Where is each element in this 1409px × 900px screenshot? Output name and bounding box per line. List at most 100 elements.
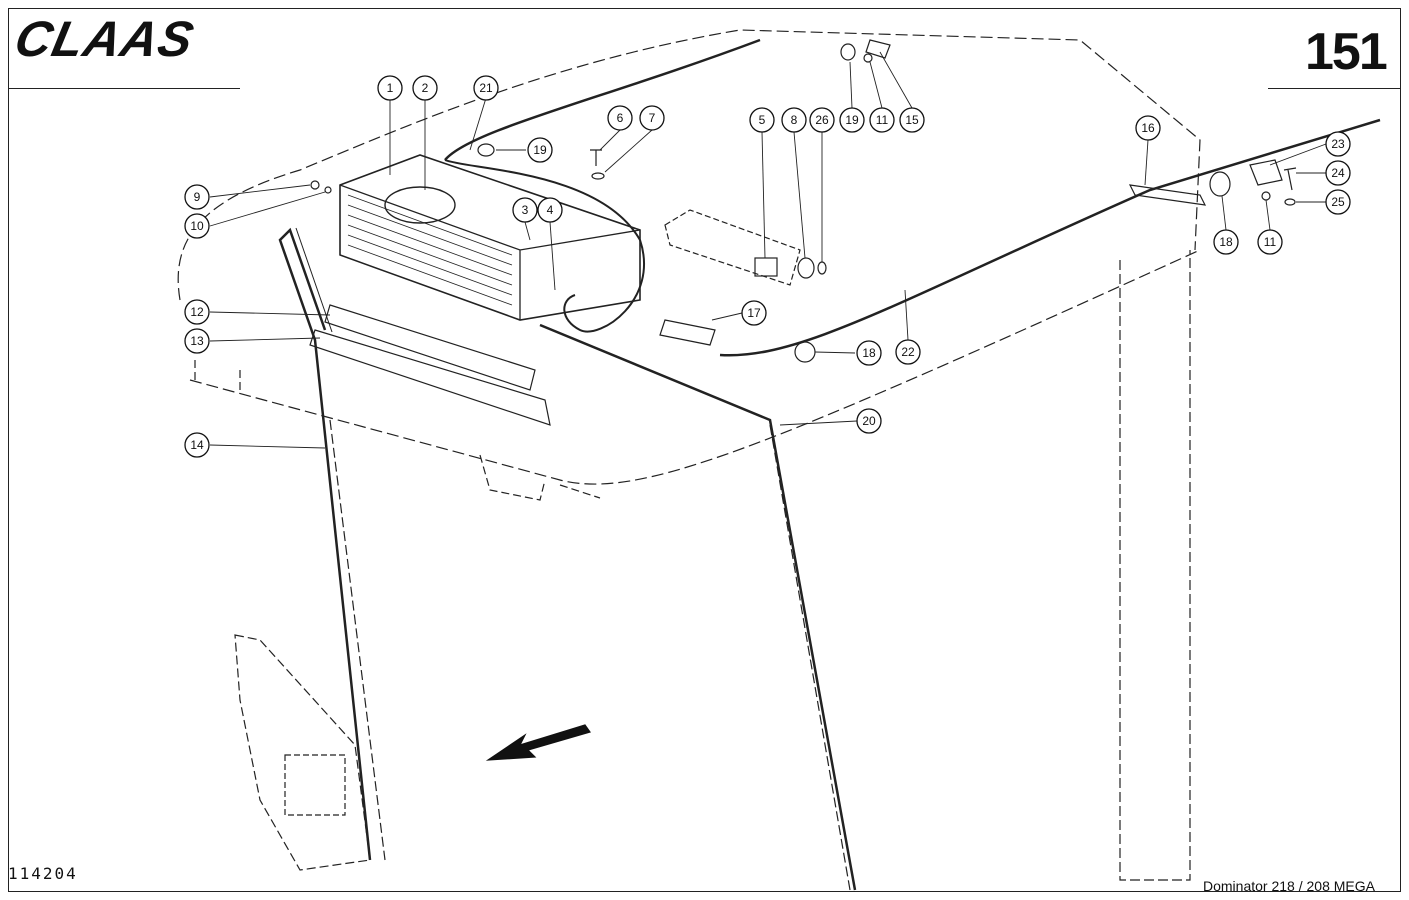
pipe-21 [444, 38, 761, 161]
cab-roof-front-edge [189, 249, 1201, 485]
callout-25: 25 [1325, 189, 1351, 215]
callout-19: 19 [839, 107, 865, 133]
callout-label: 17 [747, 306, 761, 320]
cab-front-panel-right [769, 424, 851, 891]
callout-label: 13 [190, 334, 204, 348]
callout-19-hose: 19 [527, 137, 553, 163]
figure-number: 114204 [8, 864, 78, 883]
heater-unit [339, 154, 641, 321]
washer-10 [324, 186, 332, 194]
washer-9 [310, 180, 320, 190]
drawing-frame [8, 8, 1401, 892]
callout-11-pipe: 11 [1257, 229, 1283, 255]
pipe-20 [539, 323, 857, 891]
fitting-15 [865, 39, 891, 59]
header-rule [8, 88, 240, 89]
cab-roof-underside [194, 360, 601, 501]
callout-10: 10 [184, 213, 210, 239]
callout-label: 15 [905, 113, 919, 127]
callout-label: 18 [862, 346, 876, 360]
grommet-19b [477, 143, 495, 157]
callout-16: 16 [1135, 115, 1161, 141]
callout-label: 7 [649, 111, 656, 125]
grommet-18a [794, 341, 816, 363]
clip-26 [817, 261, 827, 275]
washer-25 [1284, 198, 1296, 206]
grommet-19a [840, 43, 856, 61]
washer-7 [591, 172, 605, 180]
callout-label: 6 [617, 111, 624, 125]
callout-label: 1 [387, 81, 394, 95]
header-rule-right [1268, 88, 1401, 89]
cab-front-panel-left [329, 419, 386, 861]
callout-26: 26 [809, 107, 835, 133]
vent-grille-12 [324, 304, 536, 391]
callout-label: 2 [422, 81, 429, 95]
pipe-14-inner [295, 227, 333, 333]
callout-label: 23 [1331, 137, 1345, 151]
callout-13: 13 [184, 328, 210, 354]
callout-label: 11 [876, 113, 889, 127]
callout-label: 16 [1141, 121, 1155, 135]
vent-grille-13 [309, 329, 551, 426]
callout-label: 26 [815, 113, 829, 127]
callout-label: 14 [190, 438, 204, 452]
callout-22: 22 [895, 339, 921, 365]
bolt-24 [1283, 167, 1297, 191]
callout-label: 18 [1219, 235, 1233, 249]
callout-12: 12 [184, 299, 210, 325]
callout-15: 15 [899, 107, 925, 133]
callout-label: 9 [194, 190, 201, 204]
nut-11a [863, 53, 873, 63]
cab-lower-console [234, 634, 371, 871]
callout-label: 11 [1264, 235, 1277, 249]
valve-5 [754, 257, 778, 277]
callout-24: 24 [1325, 160, 1351, 186]
callout-11: 11 [869, 107, 895, 133]
callout-6: 6 [607, 105, 633, 131]
callout-21: 21 [473, 75, 499, 101]
callout-5: 5 [749, 107, 775, 133]
callout-7: 7 [639, 105, 665, 131]
callout-18-pipe: 18 [1213, 229, 1239, 255]
direction-arrow [485, 724, 591, 761]
bracket-16 [1128, 184, 1207, 206]
callout-label: 10 [190, 219, 204, 233]
cab-roof-outline [177, 29, 1201, 301]
valve-panel [664, 209, 801, 286]
hose-17 [659, 319, 716, 346]
callout-label: 24 [1331, 166, 1345, 180]
leader-lines [209, 51, 1327, 449]
pipe-14 [278, 227, 372, 861]
callout-8: 8 [781, 107, 807, 133]
callout-label: 19 [845, 113, 859, 127]
nut-11b [1261, 191, 1271, 201]
callout-2: 2 [412, 75, 438, 101]
callout-14: 14 [184, 432, 210, 458]
heater-blower [384, 186, 456, 224]
callout-label: 4 [547, 203, 554, 217]
callout-label: 25 [1331, 195, 1345, 209]
heater-fins [347, 194, 513, 306]
model-caption: Dominator 218 / 208 MEGA [1203, 878, 1375, 894]
callout-23: 23 [1325, 131, 1351, 157]
callout-label: 19 [533, 143, 547, 157]
callout-18-grommet: 18 [856, 340, 882, 366]
grommet-18b [1209, 171, 1231, 197]
callout-label: 3 [522, 203, 529, 217]
grommet-8 [797, 257, 815, 279]
clamp-23 [1249, 159, 1283, 186]
cab-side-panel [1119, 250, 1191, 881]
callout-label: 8 [791, 113, 798, 127]
callout-label: 5 [759, 113, 766, 127]
callout-17: 17 [741, 300, 767, 326]
callout-label: 12 [190, 305, 204, 319]
callout-3: 3 [512, 197, 538, 223]
pipe-22 [719, 118, 1381, 357]
callout-4: 4 [537, 197, 563, 223]
callout-label: 21 [479, 81, 493, 95]
callout-1: 1 [377, 75, 403, 101]
bolt-6 [590, 149, 602, 166]
callout-label: 20 [862, 414, 876, 428]
callout-20: 20 [856, 408, 882, 434]
